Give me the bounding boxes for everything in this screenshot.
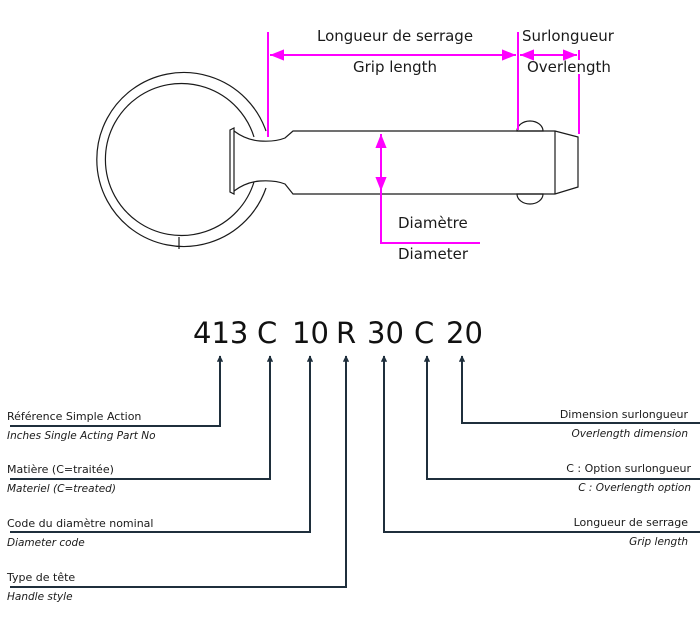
- ball-top: [516, 120, 544, 132]
- callout-handle-style-en: Handle style: [7, 591, 73, 603]
- code-segment-diameter: 10: [292, 316, 329, 350]
- leader-overlength-dimension: [458, 355, 700, 424]
- callout-diameter-code-en: Diameter code: [7, 537, 85, 549]
- callout-leaders: [10, 355, 700, 588]
- grip-length-label-en: Grip length: [353, 58, 438, 76]
- callout-grip-length-fr: Longueur de serrage: [573, 516, 688, 529]
- ring-inner: [104, 82, 255, 237]
- overlength-label-fr: Surlongueur: [522, 27, 614, 45]
- dimension-lines: [267, 32, 580, 244]
- neck-bottom: [233, 180, 519, 195]
- callout-part-no-en: Inches Single Acting Part No: [7, 430, 156, 442]
- ring-outer: [96, 71, 267, 248]
- head-flange: [229, 127, 235, 195]
- chamfer-tip: [519, 130, 579, 195]
- pin-body: [229, 120, 579, 205]
- callout-grip-length-en: Grip length: [629, 536, 688, 548]
- code-segment-overlength-option: C: [414, 316, 435, 350]
- callout-overlength-dimension-fr: Dimension surlongueur: [559, 408, 688, 421]
- callout-diameter-code-fr: Code du diamètre nominal: [7, 517, 154, 530]
- code-segment-overlength-dimension: 20: [446, 316, 483, 350]
- callout-overlength-dimension-en: Overlength dimension: [571, 428, 688, 440]
- code-segment-material: C: [257, 316, 278, 350]
- leader-handle-style: [10, 355, 350, 588]
- callout-handle-style-fr: Type de tête: [7, 571, 76, 584]
- grip-length-label-fr: Longueur de serrage: [317, 27, 474, 45]
- callout-part-no-fr: Référence Simple Action: [7, 410, 142, 423]
- leader-grip-length: [380, 355, 700, 533]
- callout-material-fr: Matière (C=traitée): [7, 463, 114, 476]
- diameter-label-en: Diameter: [398, 245, 469, 263]
- callout-overlength-option-en: C : Overlength option: [578, 482, 691, 494]
- ball-bottom: [516, 193, 544, 205]
- ring: [96, 71, 267, 249]
- leader-overlength-option: [423, 355, 700, 480]
- leader-material: [10, 355, 274, 480]
- callout-material-en: Materiel (C=treated): [7, 483, 116, 495]
- callout-overlength-option-fr: C : Option surlongueur: [566, 462, 691, 475]
- diameter-leader: [380, 191, 480, 244]
- code-segment-handle: R: [336, 316, 357, 350]
- leader-part-no: [10, 355, 224, 427]
- neck-top: [233, 130, 519, 142]
- diameter-label-fr: Diamètre: [398, 214, 468, 232]
- code-segment-grip: 30: [367, 316, 404, 350]
- leader-diameter-code: [10, 355, 314, 533]
- overlength-label-en: Overlength: [527, 58, 611, 76]
- code-segment-reference: 413: [193, 316, 249, 350]
